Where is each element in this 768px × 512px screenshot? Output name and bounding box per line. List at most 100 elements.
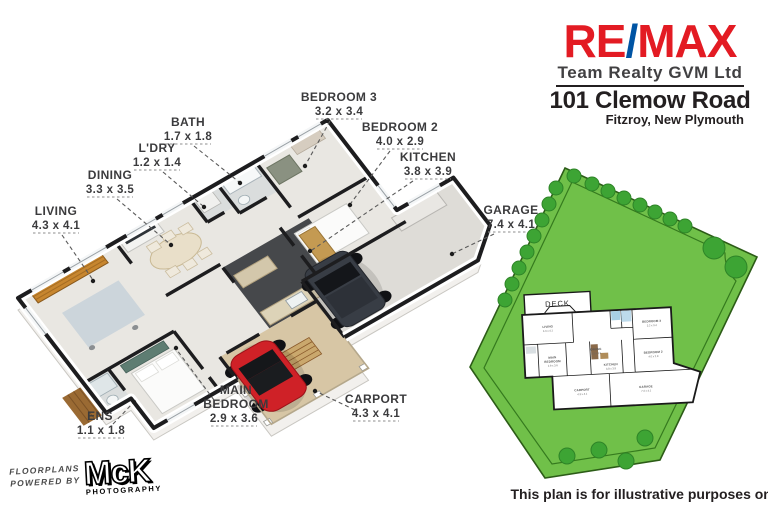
property-address: 101 Clemow Road: [550, 87, 751, 114]
leader-line: [116, 198, 171, 245]
floor-lamp: [88, 345, 96, 351]
room-label-bath: BATH 1.7 x 1.8: [164, 115, 243, 186]
leader-dot: [312, 388, 318, 394]
red-car-windshield: [238, 349, 282, 381]
room-label-garage: GARAGE 7.4 x 4.1: [449, 203, 538, 257]
tree-icon: [600, 183, 616, 199]
svg-text:1.1 x 1.8: 1.1 x 1.8: [77, 425, 126, 437]
tree-icon: [526, 228, 542, 244]
svg-text:2.9 x 3.6: 2.9 x 3.6: [548, 363, 559, 368]
tree-icon: [590, 441, 608, 459]
remax-max: MAX: [637, 15, 738, 67]
leader-line: [316, 391, 356, 411]
svg-text:1.2 x 1.4: 1.2 x 1.4: [133, 157, 182, 169]
tree-row-top: [566, 168, 693, 234]
dining-chair: [178, 223, 193, 235]
windows: [18, 95, 481, 442]
svg-text:7.4 x 4.1: 7.4 x 4.1: [641, 388, 652, 393]
svg-text:DINING: DINING: [88, 168, 132, 182]
svg-text:3.2 x 3.4: 3.2 x 3.4: [315, 106, 364, 118]
leader-line: [61, 234, 94, 281]
mini-deck-label: DECK: [545, 299, 570, 309]
remax-re: RE: [564, 15, 626, 67]
kitchen-sink: [286, 292, 308, 309]
tree-icon: [584, 176, 600, 192]
living-rug: [62, 280, 145, 348]
window-seat: [120, 341, 169, 373]
svg-text:MAIN: MAIN: [548, 355, 556, 359]
step-lines: [284, 342, 319, 366]
svg-text:ENS: ENS: [87, 409, 113, 423]
tree-icon: [632, 197, 648, 213]
dining-furniture: [139, 221, 213, 283]
leader-dot: [173, 345, 179, 351]
svg-text:BEDROOM 2: BEDROOM 2: [644, 350, 663, 355]
tree-icon: [636, 429, 654, 447]
svg-text:KITCHEN: KITCHEN: [400, 150, 456, 164]
room-labels: LIVING 4.3 x 4.1 DINING 3.3 x 3.5 L'DRY …: [32, 90, 538, 439]
mini-kitchen-brown: [590, 344, 599, 360]
leader-line: [112, 402, 134, 425]
svg-text:1.7 x 1.8: 1.7 x 1.8: [164, 131, 213, 143]
remax-slash-icon: /: [625, 15, 638, 67]
svg-text:4.3 x 4.1: 4.3 x 4.1: [543, 328, 554, 333]
tree-icon: [647, 204, 663, 220]
carport-post: [241, 390, 250, 398]
tree-icon: [519, 244, 535, 260]
room-label-main-bedroom: MAIN BEDROOM 2.9 x 3.6: [173, 345, 268, 427]
leader-dot: [347, 202, 353, 208]
svg-text:CARPORT: CARPORT: [574, 388, 590, 393]
bath-floor: [216, 161, 278, 214]
tree-icon: [662, 211, 678, 227]
pillow: [156, 352, 179, 370]
outer-wall: [18, 87, 505, 455]
room-label-carport: CARPORT 4.3 x 4.1: [312, 388, 407, 422]
room-label-kitchen: KITCHEN 3.8 x 3.9: [307, 150, 456, 254]
suv-roof: [325, 276, 378, 319]
carport-contents: [217, 305, 369, 428]
svg-text:4.3 x 4.1: 4.3 x 4.1: [577, 392, 588, 397]
svg-text:4.0 x 2.9: 4.0 x 2.9: [648, 354, 659, 359]
room-label-bedroom3: BEDROOM 3 3.2 x 3.4: [301, 90, 377, 169]
remax-logo: RE/MAX: [564, 15, 738, 67]
interior-walls: [18, 120, 449, 456]
site-plan: DECK LIVING 4.3 x 4.1 BEDROOM 3 3.2 x 3.…: [469, 166, 759, 479]
kitchen-furniture: [231, 226, 353, 325]
armchair: [267, 155, 302, 184]
leader-line: [305, 120, 331, 165]
tree-icon: [566, 168, 582, 184]
tree-icon: [511, 260, 527, 276]
svg-text:BEDROOM 3: BEDROOM 3: [642, 319, 661, 324]
dining-chair: [165, 265, 180, 277]
leader-line: [193, 145, 240, 183]
leader-line: [176, 349, 215, 401]
branding-block: RE/MAX Team Realty GVM Ltd 101 Clemow Ro…: [550, 15, 751, 127]
credit-line2: POWERED BY: [10, 475, 81, 489]
svg-text:2.9 x 3.6: 2.9 x 3.6: [210, 413, 258, 425]
credit-line1: FLOORPLANS: [9, 463, 80, 477]
mini-bath-blue2: [620, 310, 632, 322]
svg-text:GARAGE: GARAGE: [483, 203, 538, 217]
svg-text:MAIN: MAIN: [220, 383, 252, 397]
tree-icon: [558, 447, 576, 465]
svg-text:CARPORT: CARPORT: [345, 392, 407, 406]
svg-text:4.3 x 4.1: 4.3 x 4.1: [352, 408, 401, 420]
site-trees: [497, 168, 748, 470]
room-label-dining: DINING 3.3 x 3.5: [86, 168, 174, 248]
svg-text:DINING: DINING: [590, 347, 602, 352]
dining-chair: [146, 241, 161, 253]
svg-text:3.8 x 3.9: 3.8 x 3.9: [606, 366, 617, 371]
mini-outline: [521, 306, 702, 411]
leader-dot: [449, 251, 455, 257]
tree-row-bottom: [558, 429, 654, 470]
sideboard-planks: [33, 256, 105, 299]
credits-block: FLOORPLANS POWERED BY McK McK PHOTOGRAPH…: [9, 450, 162, 496]
property-locality: Fitzroy, New Plymouth: [606, 112, 744, 127]
carport-edge: [237, 324, 368, 424]
team-name: Team Realty GVM Ltd: [558, 63, 743, 82]
mini-kitchen-brown2: [600, 352, 609, 359]
red-car-roof: [247, 360, 294, 396]
svg-text:3.3 x 3.5: 3.3 x 3.5: [86, 184, 135, 196]
svg-text:BEDROOM: BEDROOM: [544, 359, 561, 364]
